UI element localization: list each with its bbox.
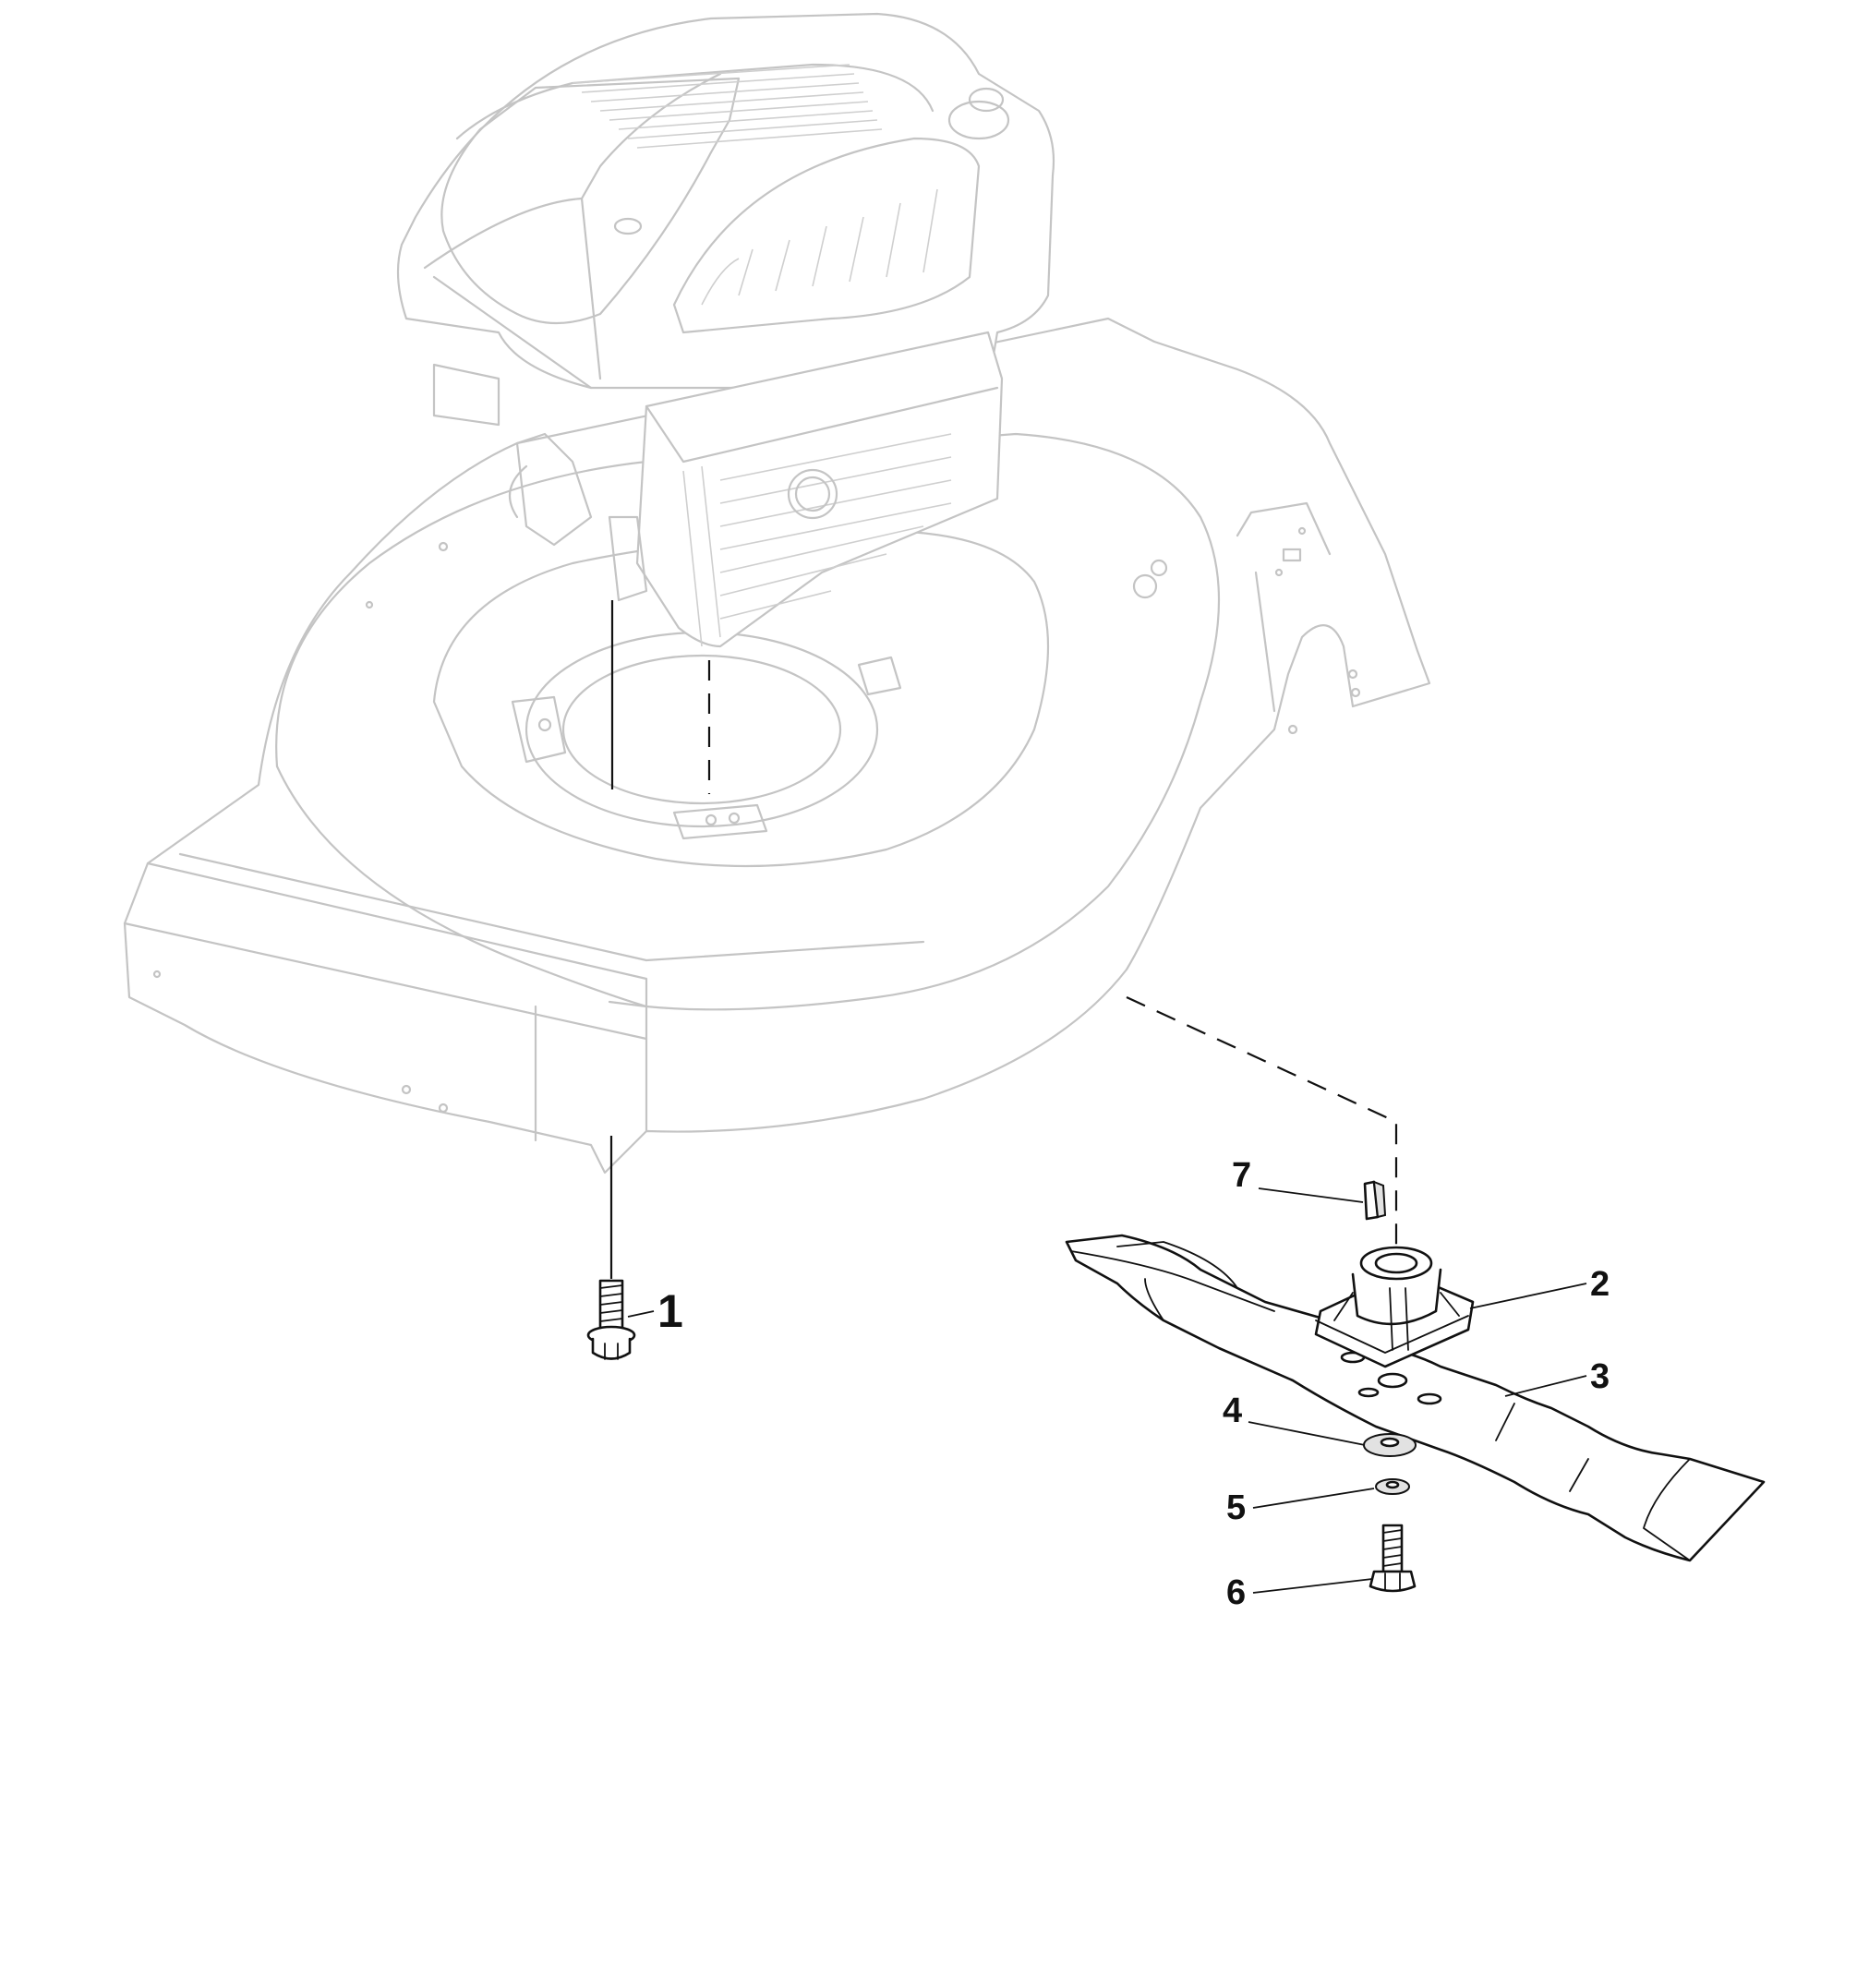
leader-5 <box>1252 1488 1375 1509</box>
key-part-7 <box>1363 1180 1387 1221</box>
blade-adapter-hub-part-2 <box>1314 1246 1475 1368</box>
cutting-blade-part-3 <box>1065 1234 1766 1562</box>
leader-1 <box>627 1310 655 1318</box>
leader-lines <box>627 1187 1587 1594</box>
blade-bolt-part-6 <box>1369 1524 1417 1593</box>
leader-2 <box>1469 1283 1587 1309</box>
callout-3: 3 <box>1590 1357 1610 1396</box>
leader-7 <box>1258 1187 1364 1203</box>
leader-4 <box>1248 1421 1366 1446</box>
callout-6: 6 <box>1226 1573 1246 1612</box>
engine-ghost <box>396 12 1055 648</box>
washer-large-part-4 <box>1363 1433 1417 1457</box>
washer-small-part-5 <box>1375 1478 1410 1495</box>
callout-2: 2 <box>1590 1265 1610 1304</box>
callout-labels: 1 2 3 4 5 6 7 <box>657 1156 1610 1612</box>
leader-3 <box>1504 1375 1587 1397</box>
callout-5: 5 <box>1226 1488 1246 1527</box>
mower-deck-ghost <box>123 317 1431 1175</box>
guide-dash-blade <box>1126 996 1398 1260</box>
callout-7: 7 <box>1232 1156 1251 1195</box>
assembly-guides <box>609 600 1398 1279</box>
callout-1: 1 <box>657 1285 683 1337</box>
callout-4: 4 <box>1223 1392 1242 1430</box>
leader-6 <box>1252 1578 1373 1594</box>
bolt-part-1 <box>586 1279 636 1360</box>
